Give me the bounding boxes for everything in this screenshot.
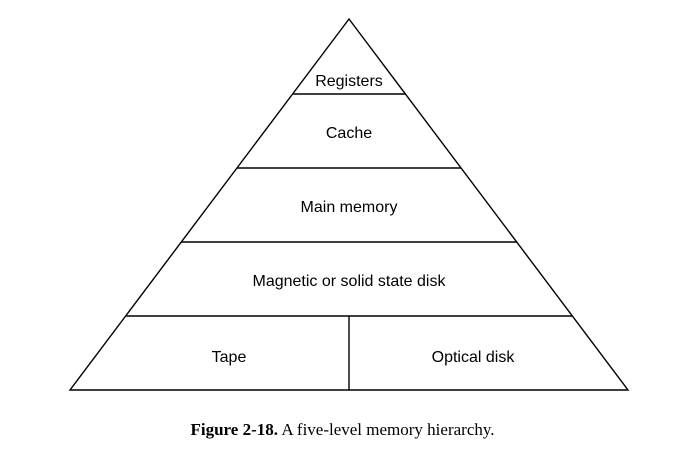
level-main-memory: Main memory (301, 199, 398, 216)
level-cache: Cache (326, 125, 372, 142)
figure-caption-text: A five-level memory hierarchy. (281, 420, 495, 439)
figure-caption: Figure 2-18. A five-level memory hierarc… (0, 420, 685, 440)
level-optical-disk: Optical disk (432, 349, 516, 366)
level-registers: Registers (315, 73, 383, 90)
level-tape: Tape (212, 349, 247, 366)
figure-number: Figure 2-18. (190, 420, 278, 439)
level-disk: Magnetic or solid state disk (253, 273, 447, 290)
memory-hierarchy-pyramid: Registers Cache Main memory Magnetic or … (68, 17, 630, 391)
